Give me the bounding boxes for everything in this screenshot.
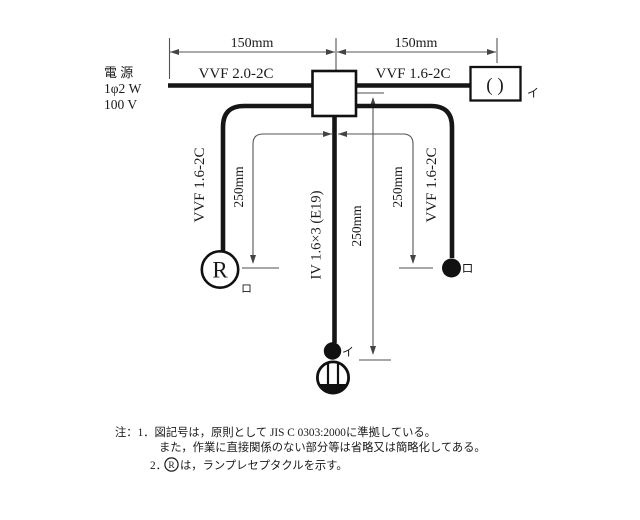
note-circled-r-icon: R	[164, 457, 179, 472]
power-line2: 1φ2 W	[104, 81, 142, 96]
switch-i-symbol	[323, 342, 342, 360]
cable-branch-left-label: VVF 1.6-2C	[192, 147, 208, 222]
switch-ro-symbol	[442, 258, 461, 278]
dimension-250-left-label: 250mm	[231, 166, 246, 208]
note-circled-r-letter: R	[168, 461, 175, 471]
cable-branch-right	[356, 103, 455, 258]
lamp-receptacle-symbol: R	[200, 250, 240, 290]
cable-ceiling-label: VVF 1.6-2C	[375, 66, 450, 82]
outlet-symbol	[315, 360, 350, 395]
switch-ro-label: ロ	[462, 262, 474, 276]
ceiling-rose-symbol: ( )	[469, 65, 522, 102]
dimension-150-right-label: 150mm	[395, 36, 438, 51]
dimension-line-250-left	[252, 133, 332, 262]
lamp-receptacle-glyph: R	[212, 258, 228, 283]
note-line-2: また，作業に直接関係のない部分等は省略又は簡略化してある。	[159, 440, 486, 454]
power-line1: 電 源	[104, 65, 133, 80]
dimension-250-center-label: 250mm	[349, 205, 364, 247]
note-line-1: 注：1．図記号は，原則として JIS C 0303:2000に準拠している。	[115, 425, 436, 439]
notes: 注：1．図記号は，原則として JIS C 0303:2000に準拠している。 ま…	[115, 425, 486, 472]
dimension-150-left-label: 150mm	[231, 36, 274, 51]
cable-main-label: VVF 2.0-2C	[198, 66, 273, 82]
switch-i-label: イ	[342, 345, 354, 359]
ceiling-rose-glyph: ( )	[486, 75, 503, 96]
cable-branch-left	[220, 103, 312, 251]
measurement-ticks	[242, 92, 433, 361]
cable-branch-right-label: VVF 1.6-2C	[424, 147, 440, 222]
dimension-lines	[168, 38, 498, 353]
junction-box-symbol	[311, 69, 358, 118]
dimension-line-250-right	[338, 133, 414, 262]
ceiling-rose-label: イ	[527, 86, 539, 100]
conduit-wire-label: IV 1.6×3 (E19)	[309, 190, 325, 279]
note-line-3-prefix: 2．	[150, 460, 167, 472]
power-line3: 100 V	[104, 97, 137, 112]
note-line-3-suffix: は，ランプレセプタクルを示す。	[180, 459, 348, 472]
power-source-label: 電 源 1φ2 W 100 V	[104, 65, 142, 112]
lamp-receptacle-label: ロ	[241, 283, 252, 295]
dimension-250-right-label: 250mm	[390, 166, 405, 208]
cables	[168, 83, 470, 343]
